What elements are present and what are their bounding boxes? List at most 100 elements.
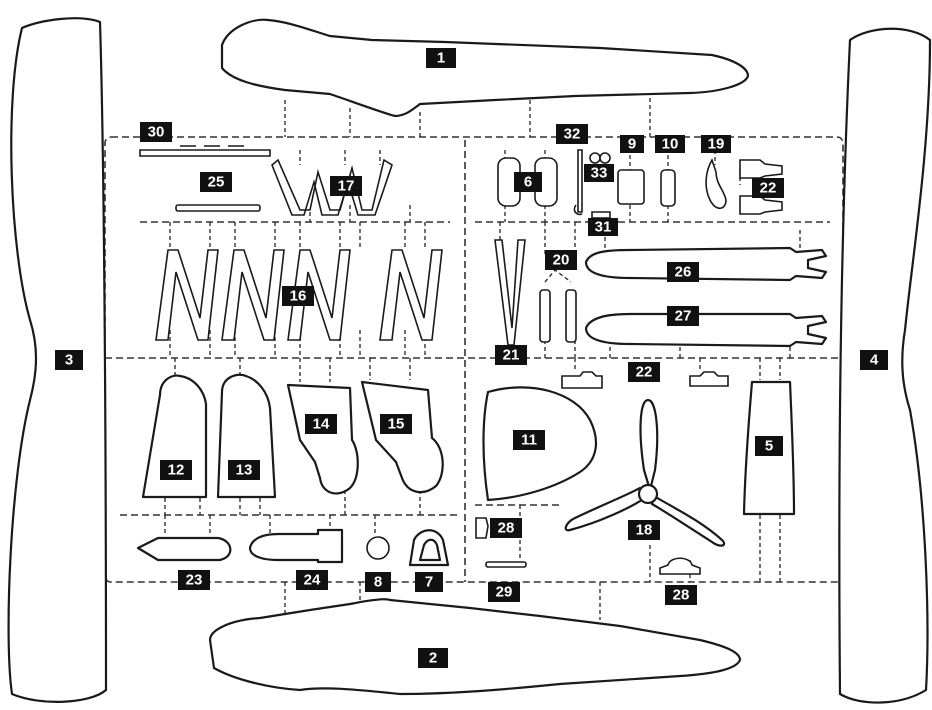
label-part-2: 2 [418,648,448,668]
label-text: 22 [636,364,653,381]
label-text: 15 [388,416,405,433]
label-text: 11 [521,432,537,449]
label-text: 5 [765,438,773,455]
label-part-11: 11 [513,430,545,450]
part-16-n-struts [155,249,443,341]
part-29-bar [485,561,527,568]
part-27-arm [584,312,828,348]
label-part-22-upper: 22 [752,178,784,198]
part-7-windscreen [408,529,450,567]
label-text: 20 [553,252,570,269]
label-text: 8 [374,574,382,591]
label-part-12: 12 [160,460,192,480]
sprue-runners [60,98,885,620]
part-17-struts [271,158,393,216]
label-part-1: 1 [426,48,456,68]
label-text: 22 [760,180,777,197]
label-part-5: 5 [755,436,783,456]
label-part-26: 26 [667,262,699,282]
part-6-pods [497,157,558,207]
part-20-rods [539,269,577,343]
label-text: 12 [168,462,185,479]
label-text: 33 [591,165,608,182]
part-22-fittings-lower [561,371,729,389]
label-part-22-lower: 22 [628,362,660,382]
part-18-propeller [564,398,726,547]
label-text: 27 [675,308,692,325]
label-text: 28 [498,520,515,537]
label-text: 19 [708,136,725,153]
label-text: 17 [338,178,355,195]
part-28-clip-upper [475,517,489,539]
label-part-30: 30 [140,122,172,142]
label-part-9: 9 [620,135,644,153]
label-part-18: 18 [628,520,660,540]
label-text: 2 [429,650,437,667]
part-2-fuselage-half [208,598,742,696]
label-part-32: 32 [556,124,588,144]
label-part-31: 31 [588,218,618,236]
label-part-13: 13 [228,460,260,480]
label-part-10: 10 [655,135,685,153]
label-text: 7 [425,574,433,591]
label-text: 16 [290,288,307,305]
label-part-4: 4 [860,350,888,370]
part-25-bar [175,204,261,212]
label-text: 4 [870,352,879,369]
label-text: 31 [595,219,612,236]
part-23-tank [136,536,232,562]
label-part-24: 24 [296,570,328,590]
label-text: 14 [313,416,330,433]
label-part-6: 6 [514,172,542,192]
label-text: 9 [628,136,636,153]
label-text: 24 [304,572,321,589]
part-32-rod [573,149,583,216]
part-24-nose-part [248,528,344,564]
label-text: 25 [208,174,225,191]
label-part-7: 7 [415,572,443,592]
label-part-28-lower: 28 [665,585,697,605]
part-22-fittings-upper [739,159,783,215]
label-part-23: 23 [178,570,210,590]
label-part-20: 20 [545,250,577,270]
label-part-8: 8 [365,572,391,592]
label-part-33: 33 [584,164,614,182]
part-10-rod [660,169,676,207]
label-part-16: 16 [282,286,314,306]
label-part-27: 27 [667,306,699,326]
part-26-arm [584,246,828,282]
part-8-disc [366,536,390,560]
part-21-v-strut [494,239,526,346]
label-text: 18 [636,522,653,539]
label-text: 23 [186,572,203,589]
part-33-rings [589,152,611,164]
label-text: 3 [65,352,73,369]
part-15-wheel-spat [360,380,444,494]
label-part-29: 29 [488,582,520,602]
part-31-link [591,211,611,219]
label-text: 21 [503,347,520,364]
part-labels: 1 2 3 4 5 6 7 8 9 10 11 12 13 14 15 16 1… [55,48,888,668]
part-14-wheel-spat [286,383,359,495]
label-text: 26 [675,264,692,281]
label-text: 6 [524,174,532,191]
label-text: 1 [437,50,445,67]
part-28-clip-lower [659,557,701,575]
label-part-21: 21 [495,345,527,365]
label-part-25: 25 [200,172,232,192]
part-19-lever [705,158,727,210]
label-part-28-upper: 28 [490,518,522,538]
part-30-bar [139,145,271,157]
label-text: 28 [673,587,690,604]
label-text: 13 [236,462,253,479]
label-part-3: 3 [55,350,83,370]
label-part-15: 15 [380,414,412,434]
label-part-19: 19 [701,135,731,153]
part-1-fuselage-half [220,18,750,118]
part-9-block [617,169,645,205]
label-text: 29 [496,584,513,601]
label-part-17: 17 [330,176,362,196]
label-text: 32 [564,126,581,143]
label-text: 30 [148,124,165,141]
